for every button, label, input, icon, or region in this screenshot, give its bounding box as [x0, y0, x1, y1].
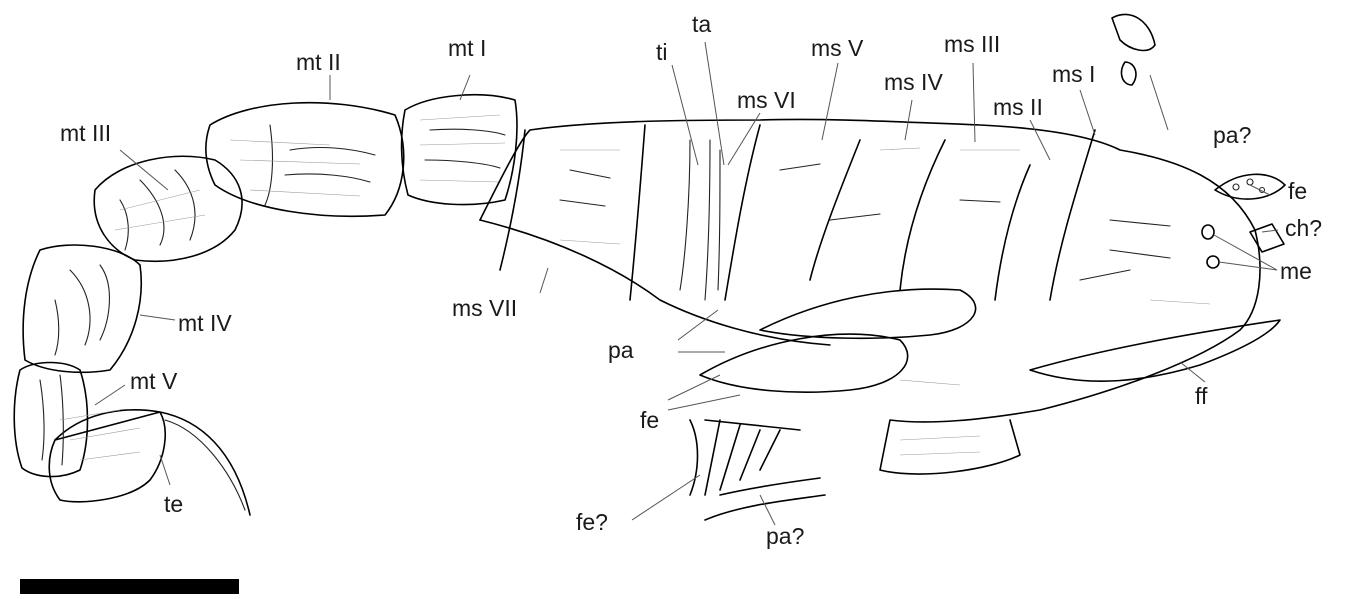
label-ms-iv: ms IV	[884, 69, 943, 95]
label-ms-i: ms I	[1052, 61, 1095, 87]
label-pa-q-bottom: pa?	[766, 523, 804, 549]
label-mt-i: mt I	[448, 35, 486, 61]
segment-mt-i	[402, 95, 517, 205]
femur-flap	[1030, 320, 1280, 381]
label-fe-top: fe	[1288, 178, 1307, 204]
label-ff: ff	[1195, 383, 1208, 409]
leader-lines	[95, 42, 1278, 525]
fragment-pa-q	[705, 478, 825, 520]
segment-mt-iv	[23, 245, 141, 372]
median-eye-lower	[1207, 256, 1219, 268]
label-pa-q-top: pa?	[1213, 122, 1251, 148]
fragment-top-2	[1121, 62, 1135, 85]
mesosoma-outline	[480, 119, 1260, 474]
label-ms-ii: ms II	[993, 94, 1043, 120]
leg-femur-2	[760, 289, 976, 338]
label-ch-q: ch?	[1285, 215, 1322, 241]
label-me: me	[1280, 258, 1312, 284]
fragment-top-1	[1112, 14, 1155, 50]
label-mt-iii: mt III	[60, 120, 111, 146]
scale-bar	[20, 579, 239, 594]
segment-boundary-ms-iii	[900, 140, 945, 290]
metasoma-tail	[14, 95, 517, 515]
label-mt-iv: mt IV	[178, 310, 232, 336]
mesosoma	[480, 14, 1285, 520]
segment-mt-v	[14, 363, 87, 477]
label-ms-iii: ms III	[944, 31, 1000, 57]
segment-boundary-ms-i	[1050, 130, 1095, 300]
segment-boundary-ms-vi	[630, 125, 645, 300]
label-ms-vii: ms VII	[452, 295, 517, 321]
label-ti: ti	[656, 39, 668, 65]
fragment-fe	[1215, 174, 1285, 199]
label-pa: pa	[608, 337, 634, 363]
median-eye-upper	[1202, 225, 1214, 239]
label-mt-v: mt V	[130, 368, 178, 394]
segment-mt-iii	[94, 156, 242, 261]
segment-boundary-ms-v	[725, 125, 760, 300]
label-fe-q: fe?	[576, 509, 608, 535]
label-fe: fe	[640, 407, 659, 433]
label-ta: ta	[692, 11, 711, 37]
segment-boundary-ms-iv	[810, 140, 860, 280]
segment-mt-ii	[206, 103, 404, 217]
label-ms-vi: ms VI	[737, 87, 796, 113]
anatomical-labels: mt III mt II mt I mt IV mt V te ms VII t…	[60, 11, 1322, 549]
segment-boundary-ms-ii	[995, 165, 1030, 300]
label-mt-ii: mt II	[296, 49, 341, 75]
label-ms-v: ms V	[811, 35, 864, 61]
label-te: te	[164, 491, 183, 517]
chelicera	[1250, 224, 1284, 252]
